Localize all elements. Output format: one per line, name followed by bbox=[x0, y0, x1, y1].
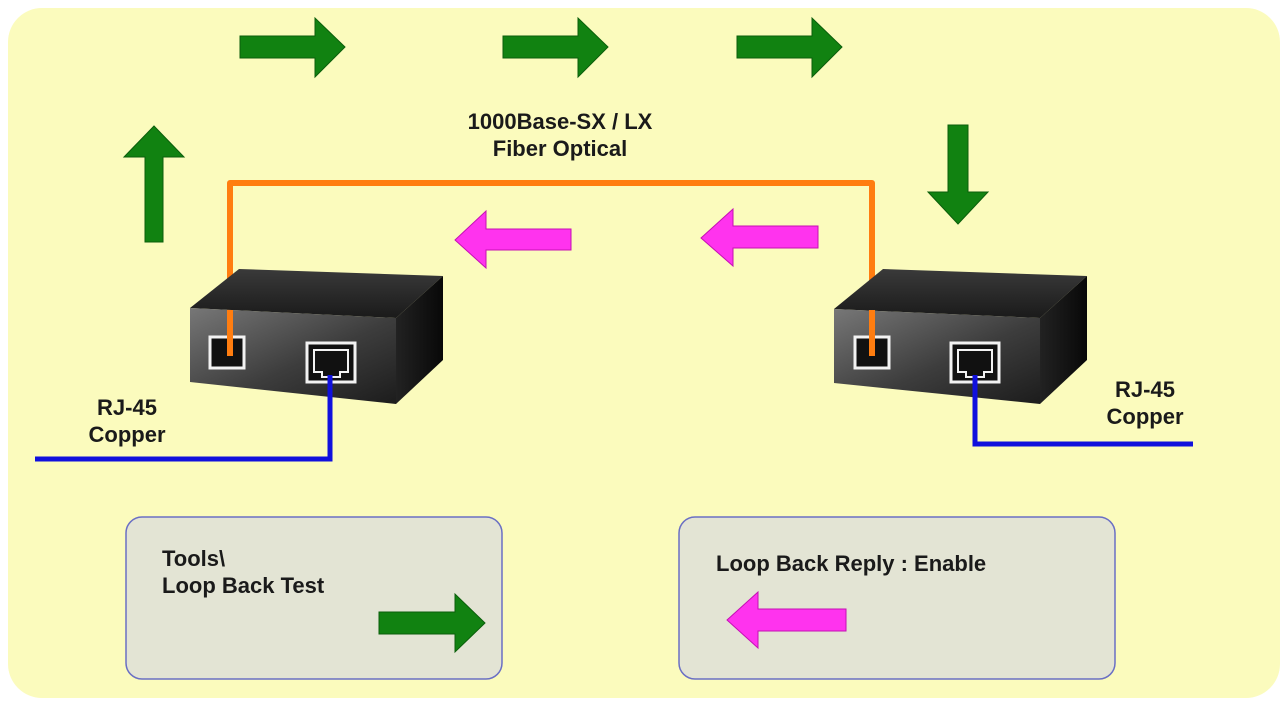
loop-back-test-text: Tools\ Loop Back Test bbox=[162, 545, 324, 599]
magenta-left-arrow-1 bbox=[454, 209, 572, 270]
loop-back-reply-text: Loop Back Reply : Enable bbox=[716, 550, 986, 577]
rj45-right-line1: RJ-45 bbox=[1115, 377, 1175, 402]
rj45-port-right-inner bbox=[957, 349, 993, 378]
tools-menu-label: Tools\ bbox=[162, 546, 226, 571]
green-up-arrow bbox=[122, 125, 186, 243]
loop-back-reply-label: Loop Back Reply : Enable bbox=[716, 551, 987, 576]
fiber-optical-label: 1000Base-SX / LX Fiber Optical bbox=[380, 108, 740, 162]
green-right-arrow-2 bbox=[502, 16, 609, 79]
device-side bbox=[396, 276, 443, 404]
green-right-arrow-panel bbox=[378, 592, 486, 654]
fiber-label-line1: 1000Base-SX / LX bbox=[467, 109, 653, 134]
green-down-arrow bbox=[926, 124, 990, 225]
green-right-arrow-1 bbox=[239, 16, 346, 79]
device-top bbox=[834, 269, 1087, 318]
magenta-left-arrow-panel bbox=[726, 590, 847, 650]
copper-cable-right bbox=[972, 375, 1193, 447]
rj45-right-line2: Copper bbox=[1106, 404, 1184, 429]
rj45-left-line1: RJ-45 bbox=[97, 395, 157, 420]
device-top bbox=[190, 269, 443, 318]
loop-back-test-panel bbox=[125, 516, 503, 680]
media-converter-right bbox=[834, 269, 1087, 404]
loop-back-test-label: Loop Back Test bbox=[162, 573, 325, 598]
magenta-left-arrow-2 bbox=[700, 207, 819, 268]
rj45-copper-label-left: RJ-45 Copper bbox=[52, 394, 202, 448]
fiber-label-line2: Fiber Optical bbox=[492, 136, 628, 161]
fiber-cable bbox=[227, 180, 875, 355]
rj45-port-left-inner bbox=[313, 349, 349, 378]
device-side bbox=[1040, 276, 1087, 404]
copper-cable-left bbox=[35, 375, 333, 462]
rj45-copper-label-right: RJ-45 Copper bbox=[1070, 376, 1220, 430]
green-right-arrow-3 bbox=[736, 16, 843, 79]
rj45-left-line2: Copper bbox=[88, 422, 166, 447]
loop-back-reply-panel bbox=[678, 516, 1116, 680]
